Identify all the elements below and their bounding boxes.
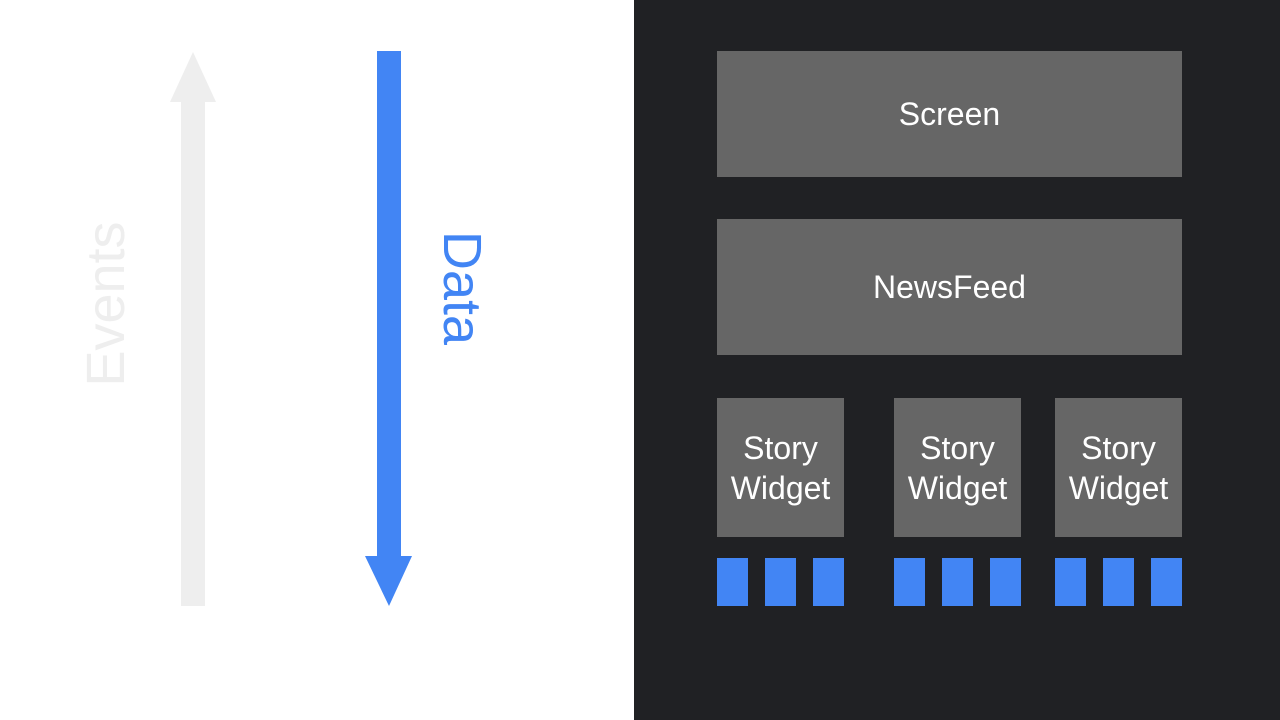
- story-widget-label-line2: Widget: [730, 469, 831, 506]
- story-widget-label-line2: Widget: [1068, 469, 1169, 506]
- story-widget-node: Story Widget: [1055, 398, 1182, 537]
- story-widget-label-line1: Story: [1081, 429, 1156, 466]
- flow-arrows: [170, 51, 412, 606]
- leaf-widget: [717, 558, 748, 606]
- leaf-widget: [813, 558, 844, 606]
- story-widget-label-line2: Widget: [907, 469, 1008, 506]
- story-widget-node: Story Widget: [894, 398, 1021, 537]
- data-label: Data: [432, 230, 492, 346]
- story-widget-label-line1: Story: [920, 429, 995, 466]
- leaf-widget: [942, 558, 973, 606]
- widget-tree-panel: Screen NewsFeed Story Widget Story Widge…: [634, 0, 1280, 720]
- newsfeed-node: NewsFeed: [717, 219, 1182, 355]
- leaf-widget: [1151, 558, 1182, 606]
- leaf-widget: [1055, 558, 1086, 606]
- data-arrow-icon: [365, 51, 412, 606]
- events-arrow-icon: [170, 52, 216, 606]
- story-widget-node: Story Widget: [717, 398, 844, 537]
- flow-panel: Events Data: [0, 0, 634, 720]
- story-widget-label-line1: Story: [743, 429, 818, 466]
- screen-node: Screen: [717, 51, 1182, 177]
- screen-label: Screen: [898, 96, 1001, 132]
- leaf-widget: [1103, 558, 1134, 606]
- leaf-widget: [894, 558, 925, 606]
- newsfeed-label: NewsFeed: [873, 269, 1026, 305]
- leaf-widget: [765, 558, 796, 606]
- events-label: Events: [76, 221, 136, 387]
- leaf-widget: [990, 558, 1021, 606]
